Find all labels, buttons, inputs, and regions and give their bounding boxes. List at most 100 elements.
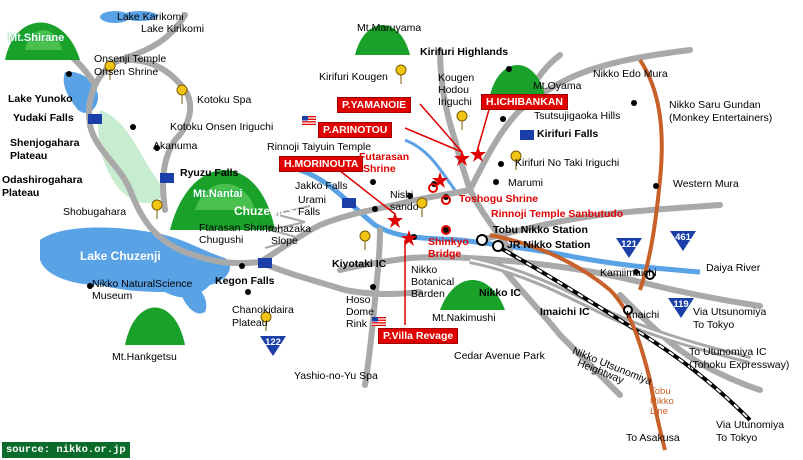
urami-label: Urami	[298, 194, 326, 206]
yudaki-falls-label: Yudaki Falls	[13, 112, 74, 124]
museum-label-2: Museum	[92, 290, 133, 302]
kirifuri-kougen-label: Kirifuri Kougen	[319, 71, 388, 83]
tobu-kinugawa-line	[638, 58, 664, 291]
odashirogahara-plateau-label: Plateau	[2, 187, 40, 199]
ryuzu-falls-label: Ryuzu Falls	[180, 167, 239, 179]
hotel-stars	[387, 146, 486, 246]
futarasan-shrine-label: Futarasan	[359, 151, 410, 163]
kirifuri-falls-label: Kirifuri Falls	[537, 128, 599, 140]
irohazaka-label: Irohazaka	[265, 223, 312, 235]
rink-label: Rink	[346, 318, 368, 330]
kotoku-onsen-iriguchi-label: Kotoku Onsen Iriguchi	[170, 121, 274, 133]
lake-chuzenji-bay	[180, 280, 207, 314]
rinnoji-taiyuin-label: Rinnoji Taiyuin Temple	[267, 141, 372, 153]
shobugahara-label: Shobugahara	[63, 206, 127, 218]
mt-nakimushi-label: Mt.Nakimushi	[432, 312, 496, 324]
toshogu-shrine-label: Toshogu Shrine	[459, 193, 539, 205]
hotel-ichibankan: H.ICHIBANKAN	[481, 94, 568, 110]
kirifuri-no-taki-label: Kirifuri No Taki Iriguchi	[515, 157, 620, 169]
jr-nikko-station-marker	[492, 240, 504, 252]
route-122-shield: 122	[260, 336, 286, 356]
botanical-label-1: Nikko	[411, 264, 438, 276]
lake-chuzenji-shape	[40, 227, 230, 298]
ftarasan-shrine-label: Ftarasan Shrine	[199, 222, 274, 234]
us-flag-icon	[302, 116, 316, 125]
daiya-river-label: Daiya River	[706, 262, 761, 274]
urami-falls-label: Falls	[298, 206, 321, 218]
kirifuri-highlands-label: Kirifuri Highlands	[420, 46, 509, 58]
daiya-river-shape	[299, 167, 701, 275]
nikko-ic-label: Nikko IC	[479, 287, 522, 299]
hotel-morinouta: H.MORINOUTA	[279, 156, 364, 172]
western-mura-label: Western Mura	[673, 178, 739, 190]
hodou-label: Hodou	[438, 84, 469, 96]
irohazaka-zigzag	[264, 205, 311, 249]
odashirogahara-label: Odashirogahara	[2, 174, 83, 186]
chugushi-label: Chugushi	[199, 234, 244, 246]
shinkyo-bridge-label: Bridge	[428, 248, 462, 260]
iriguchi-label: Iriguchi	[438, 96, 472, 108]
dome-label: Dome	[346, 306, 375, 318]
kiyotaki-ic-label: Kiyotaki IC	[332, 258, 387, 270]
mt-maruyama-label: Mt.Maruyama	[357, 22, 422, 34]
hotel-arinotou: P.ARINOTOU	[318, 122, 393, 138]
kegon-falls-label: Kegon Falls	[215, 275, 275, 287]
lake-chuzenji-label: Lake Chuzenji	[80, 249, 161, 263]
sando-label: sando	[390, 201, 419, 213]
to-tokyo-label-1: To Tokyo	[693, 319, 735, 331]
futarasan-shrine-label-2: Shrine	[363, 163, 396, 175]
museum-label-1: Nikko NaturalScience	[92, 278, 193, 290]
yashio-spa-label: Yashio-no-Yu Spa	[294, 370, 378, 382]
shenjogahara-label: Shenjogahara	[10, 137, 80, 149]
mt-oyama-label: Mt.Oyama	[533, 80, 582, 92]
imaichi-ic-label: Imaichi IC	[540, 306, 590, 318]
onsenji-temple-label: Onsenji Temple	[94, 53, 167, 65]
roads	[37, 12, 763, 398]
tohoku-expressway-label: (Tohoku Expressway)	[689, 359, 790, 371]
shenjogahara-plateau-label: Plateau	[10, 150, 48, 162]
kamiimaichi-label: Kamiimaichi	[600, 267, 657, 279]
hotel-villa-revage: P.Villa Revage	[378, 328, 459, 344]
kougen-label: Kougen	[438, 72, 475, 84]
to-asakusa-label: To Asakusa	[626, 432, 680, 444]
kotoku-spa-label: Kotoku Spa	[197, 94, 252, 106]
plateau-marsh	[98, 110, 165, 204]
imaichi-label: Imaichi	[626, 309, 660, 321]
us-flag-icon	[372, 317, 386, 326]
botanical-label-2: Botanical	[411, 276, 455, 288]
hoso-label: Hoso	[346, 294, 371, 306]
via-utunomiya-label-2: Via Utunomiya	[716, 419, 785, 431]
lake-kirikomi-shape	[122, 11, 158, 21]
chuzenji-spa-label: Chuzenji Spa	[234, 204, 310, 218]
falls-markers	[88, 114, 534, 268]
akanuma-label: Akanuma	[153, 140, 198, 152]
irohazaka-slope-label: Slope	[271, 235, 298, 247]
spa-pins	[104, 60, 522, 331]
lake-karikomi-label: Lake Karikomi	[117, 11, 184, 23]
hotel-yamanoie: P.YAMANOIE	[337, 97, 412, 113]
route-461-shield: 461	[670, 231, 696, 251]
chanokidaira-label: Chanokidaira	[232, 304, 294, 316]
lake-yunoko-label: Lake Yunoko	[8, 93, 73, 105]
tsutsujigaoka-label: Tsutsujigaoka Hills	[534, 110, 621, 122]
tobu-nikko-station-label: Tobu Nikko Station	[493, 224, 588, 236]
chanokidaira-plateau-label: Plateau	[232, 317, 268, 329]
rinnoji-sanbutudo-label: Rinnoji Temple Sanbutudo	[491, 208, 624, 220]
stream-shape	[404, 138, 457, 191]
marumi-label: Marumi	[508, 177, 544, 189]
route-121-shield: 121	[616, 238, 642, 258]
tobu-line	[489, 233, 667, 451]
jakko-falls-label: Jakko Falls	[295, 180, 348, 192]
botanical-label-3: Barden	[411, 288, 445, 300]
tobu-nikko-line-label: Tobu Nikko Line	[650, 386, 674, 417]
lake-karikomi-shape	[100, 11, 130, 23]
to-tokyo-label-2: To Tokyo	[716, 432, 758, 444]
via-utsunomiya-label-1: Via Utsunomiya	[693, 306, 767, 318]
route-119-shield: 119	[668, 298, 694, 318]
nikko-edo-mura-label: Nikko Edo Mura	[593, 68, 668, 80]
tobu-nikko-station-marker	[476, 234, 488, 246]
source-credit: source: nikko.or.jp	[2, 442, 130, 458]
mt-shirane-label: Mt.Shirane	[8, 32, 65, 44]
